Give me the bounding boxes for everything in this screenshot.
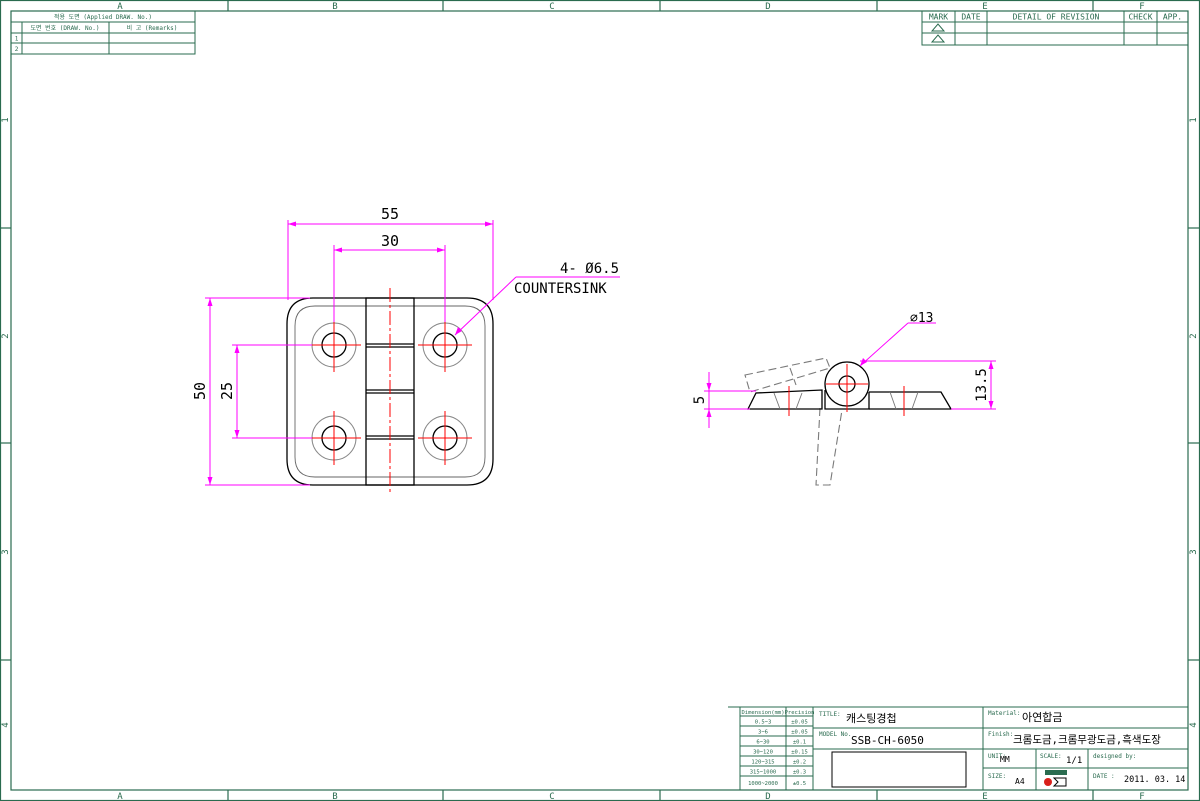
tolerance-row-range: 120~315 [751, 760, 774, 766]
open-position-phantom [744, 357, 843, 486]
hole-note-line2: COUNTERSINK [514, 281, 607, 297]
tolerance-row-range: 6~30 [756, 740, 769, 746]
zone-col-d-bottom: D [765, 792, 770, 801]
applied-table-col-remarks: 비 고 (Remarks) [127, 24, 178, 32]
tolerance-row-range: 30~120 [753, 750, 773, 756]
zone-row-2: 2 [1, 333, 11, 338]
front-dimensions [205, 220, 620, 486]
model-value: SSB-CH-6050 [851, 734, 924, 747]
hinge-plate-inner-outline [294, 305, 486, 478]
tolerance-row-precision: ±0.2 [793, 760, 806, 766]
zone-col-a: A [117, 2, 123, 12]
zone-col-f: F [1139, 2, 1144, 12]
side-centerlines [788, 364, 905, 416]
dim-height-overall: 50 [191, 382, 209, 400]
zone-row-3: 3 [1, 549, 11, 554]
zone-col-e: E [982, 2, 987, 12]
tolerance-header-dimension: Dimension(mm) [741, 710, 784, 716]
dim-height: 13.5 [974, 368, 990, 402]
zone-row-3-right: 3 [1189, 549, 1199, 554]
tolerance-row-precision: ±0.15 [791, 750, 808, 756]
title-label: TITLE: [819, 711, 841, 718]
dim-pin-diameter: ⌀13 [910, 311, 933, 326]
zone-col-d: D [765, 2, 770, 12]
zone-col-a-bottom: A [117, 792, 123, 801]
tolerance-row-precision: ±0.1 [793, 740, 806, 746]
revision-triangle-icon [930, 34, 946, 43]
side-countersink-lines [773, 391, 919, 410]
applied-table-row-1: 1 [15, 36, 19, 43]
tolerance-row-range: 3~6 [758, 730, 768, 736]
hinge-plate-outline [286, 297, 494, 486]
tolerance-row-precision: ±0.05 [791, 720, 808, 726]
dim-hole-spacing-y: 25 [218, 382, 236, 400]
zone-col-b-bottom: B [332, 792, 337, 801]
dim-thickness: 5 [692, 396, 708, 404]
title-value: 캐스팅경첩 [846, 712, 897, 725]
zone-col-c-bottom: C [549, 792, 554, 801]
side-dimensions [704, 322, 996, 428]
applied-table-col-drawing: 도면 번호 (DRAW. No.) [30, 24, 99, 32]
material-label: Material: [988, 710, 1021, 717]
designed-label: designed by: [1093, 753, 1136, 760]
zone-row-1: 1 [1, 117, 11, 122]
zone-row-4-right: 4 [1189, 722, 1199, 727]
zone-col-e-bottom: E [982, 792, 987, 801]
unit-value: MM [1000, 755, 1010, 764]
revision-col-mark: MARK [929, 13, 948, 22]
scale-value: 1/1 [1066, 756, 1082, 766]
date-value: 2011. 03. 14 [1124, 775, 1185, 785]
tolerance-row-range: 0.5~3 [755, 720, 772, 726]
company-logo [1044, 770, 1067, 787]
applied-table-title: 적용 도면 (Applied DRAW. No.) [54, 13, 152, 21]
revision-col-detail: DETAIL OF REVISION [1013, 13, 1100, 22]
zone-col-f-bottom: F [1139, 792, 1144, 801]
revision-col-date: DATE [961, 13, 980, 22]
dim-width-overall: 55 [381, 205, 399, 223]
tolerance-row-precision: ±0.3 [793, 770, 806, 776]
tolerance-header-precision: Precision [785, 710, 815, 716]
finish-value: 크롬도금,크롬무광도금,흑색도장 [1013, 733, 1161, 746]
hinge-side-profile [746, 361, 953, 410]
finish-label: Finish: [988, 731, 1013, 738]
tolerance-row-precision: ±0.5 [793, 781, 806, 787]
applied-table-row-2: 2 [15, 46, 19, 53]
revision-col-app: APP. [1163, 13, 1182, 22]
zone-col-b: B [332, 2, 337, 12]
applied-drawing-table: 적용 도면 (Applied DRAW. No.) 도면 번호 (DRAW. N… [10, 10, 196, 55]
front-centerlines [307, 288, 472, 495]
zone-row-2-right: 2 [1189, 333, 1199, 338]
tolerance-row-range: 315~1000 [750, 770, 777, 776]
zone-row-1-right: 1 [1189, 117, 1199, 122]
model-label: MODEL No. [819, 731, 852, 738]
revision-triangle-icon [930, 23, 946, 32]
blank-stamp-box [831, 751, 967, 788]
material-value: 아연합금 [1022, 711, 1062, 724]
hole-note-line1: 4- Ø6.5 [560, 261, 619, 277]
size-value: A4 [1015, 777, 1025, 786]
dim-hole-spacing-x: 30 [381, 232, 399, 250]
tolerance-row-range: 1000~2000 [748, 781, 778, 787]
front-view: 55 30 50 25 4- Ø6.5 COUNTERSINK [191, 205, 620, 495]
revision-col-check: CHECK [1128, 13, 1152, 22]
zone-col-c: C [549, 2, 554, 12]
tolerance-row-precision: ±0.05 [791, 730, 808, 736]
date-label: DATE : [1093, 773, 1115, 780]
revision-table: MARK DATE DETAIL OF REVISION CHECK APP. [921, 10, 1189, 46]
side-view: ⌀13 5 13.5 [692, 311, 996, 486]
title-block: TITLE: MODEL No. Material: Finish: UNIT:… [812, 706, 1189, 791]
unit-label: UNIT: [988, 753, 1006, 760]
size-label: SIZE: [988, 773, 1006, 780]
zone-row-4: 4 [1, 722, 11, 727]
scale-label: SCALE: [1040, 753, 1062, 760]
